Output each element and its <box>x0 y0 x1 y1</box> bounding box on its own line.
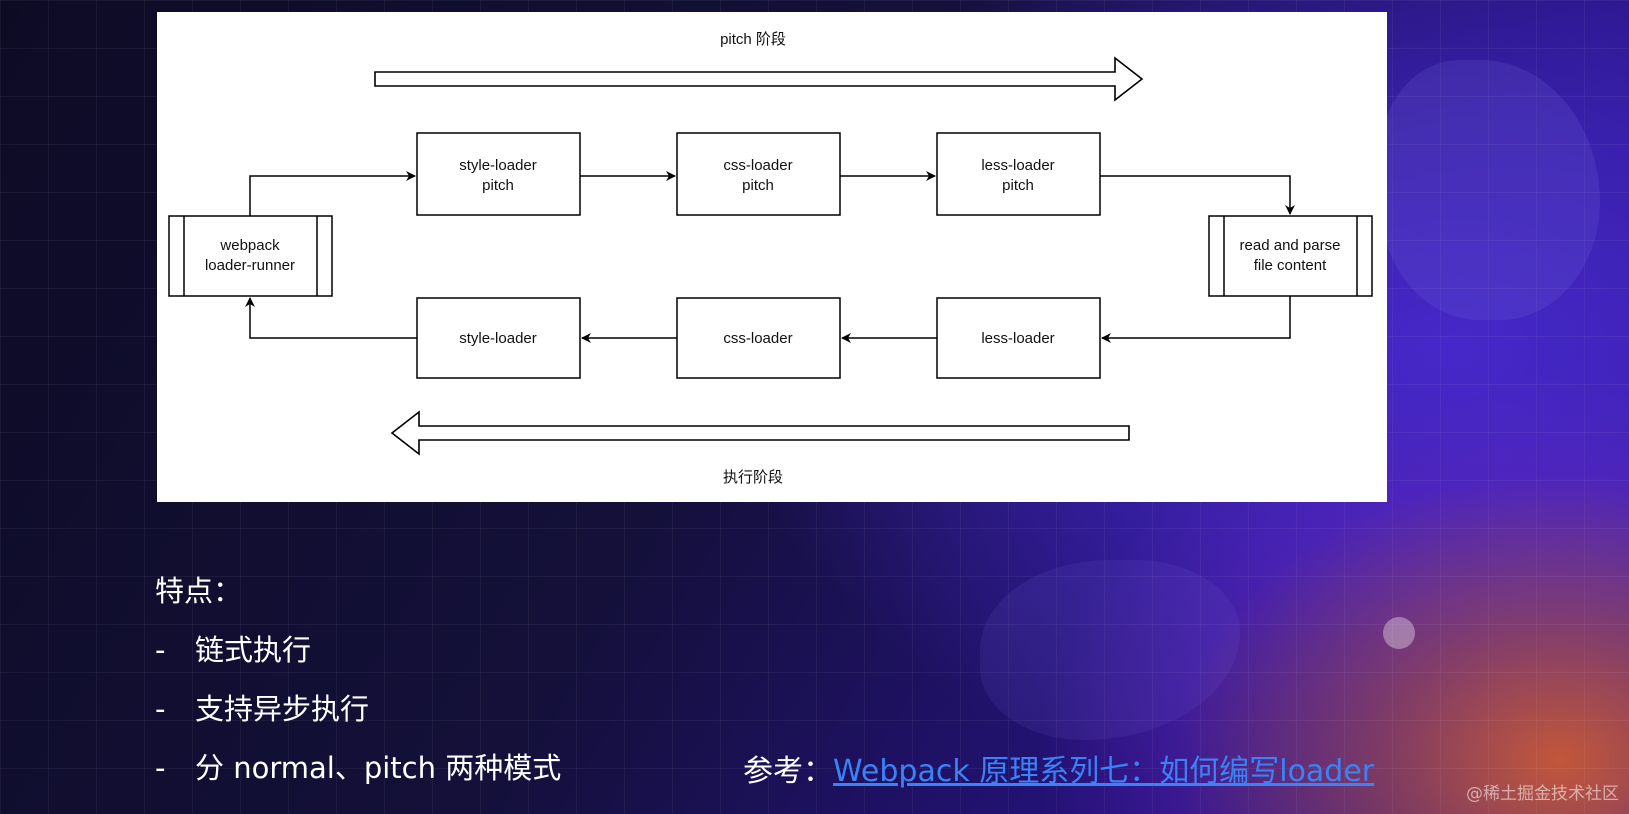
pitch-direction-arrow <box>374 56 1144 102</box>
feature-item-text: 链式执行 <box>195 633 312 667</box>
node-style-loader: style-loader <box>416 297 581 379</box>
node-read-parse: read and parse file content <box>1208 215 1373 297</box>
feature-item-text: 支持异步执行 <box>195 692 370 726</box>
svg-text:css-loader: css-loader <box>723 330 792 347</box>
svg-text:pitch: pitch <box>482 177 514 194</box>
svg-text:less-loader: less-loader <box>981 157 1054 174</box>
edge-read-parse-to-less <box>1101 296 1291 343</box>
node-css-loader: css-loader <box>676 297 841 379</box>
node-less-loader: less-loader <box>936 297 1101 379</box>
feature-item: -支持异步执行 <box>155 686 369 728</box>
exec-phase-label: 执行阶段 <box>723 469 783 486</box>
svg-text:file content: file content <box>1254 257 1327 274</box>
loader-flow-diagram: pitch 阶段 执行阶段 webpack loader-runner read… <box>157 12 1387 502</box>
svg-text:css-loader: css-loader <box>723 157 792 174</box>
bullet-dash: - <box>155 751 166 785</box>
pitch-phase-label: pitch 阶段 <box>720 31 786 48</box>
watermark: @稀土掘金技术社区 <box>1466 784 1619 804</box>
svg-text:pitch: pitch <box>1002 177 1034 194</box>
reference-link[interactable]: Webpack 原理系列七：如何编写loader <box>833 754 1375 789</box>
edge-less-pitch-to-read-parse <box>1100 175 1295 215</box>
edge-runner-to-style-pitch <box>249 171 416 216</box>
decor-circle <box>1383 617 1415 649</box>
svg-text:webpack: webpack <box>219 237 280 254</box>
decor-blob <box>1380 60 1600 320</box>
reference-prefix: 参考： <box>743 754 833 789</box>
bullet-dash: - <box>155 633 166 667</box>
bullet-dash: - <box>155 692 166 726</box>
node-loader-runner: webpack loader-runner <box>168 215 333 297</box>
svg-text:pitch: pitch <box>742 177 774 194</box>
exec-direction-arrow <box>390 410 1130 456</box>
feature-item-text: 分 normal、pitch 两种模式 <box>195 751 562 785</box>
node-less-loader-pitch: less-loader pitch <box>936 132 1101 216</box>
features-heading: 特点： <box>155 574 243 608</box>
svg-text:style-loader: style-loader <box>459 330 537 347</box>
node-style-loader-pitch: style-loader pitch <box>416 132 581 216</box>
edge-style-to-runner <box>245 297 417 339</box>
reference: 参考：Webpack 原理系列七：如何编写loader <box>743 746 1374 790</box>
feature-item: -分 normal、pitch 两种模式 <box>155 745 561 787</box>
svg-text:loader-runner: loader-runner <box>205 257 295 274</box>
svg-text:style-loader: style-loader <box>459 157 537 174</box>
svg-text:less-loader: less-loader <box>981 330 1054 347</box>
svg-text:read and parse: read and parse <box>1240 237 1341 254</box>
feature-item: -链式执行 <box>155 627 311 669</box>
node-css-loader-pitch: css-loader pitch <box>676 132 841 216</box>
